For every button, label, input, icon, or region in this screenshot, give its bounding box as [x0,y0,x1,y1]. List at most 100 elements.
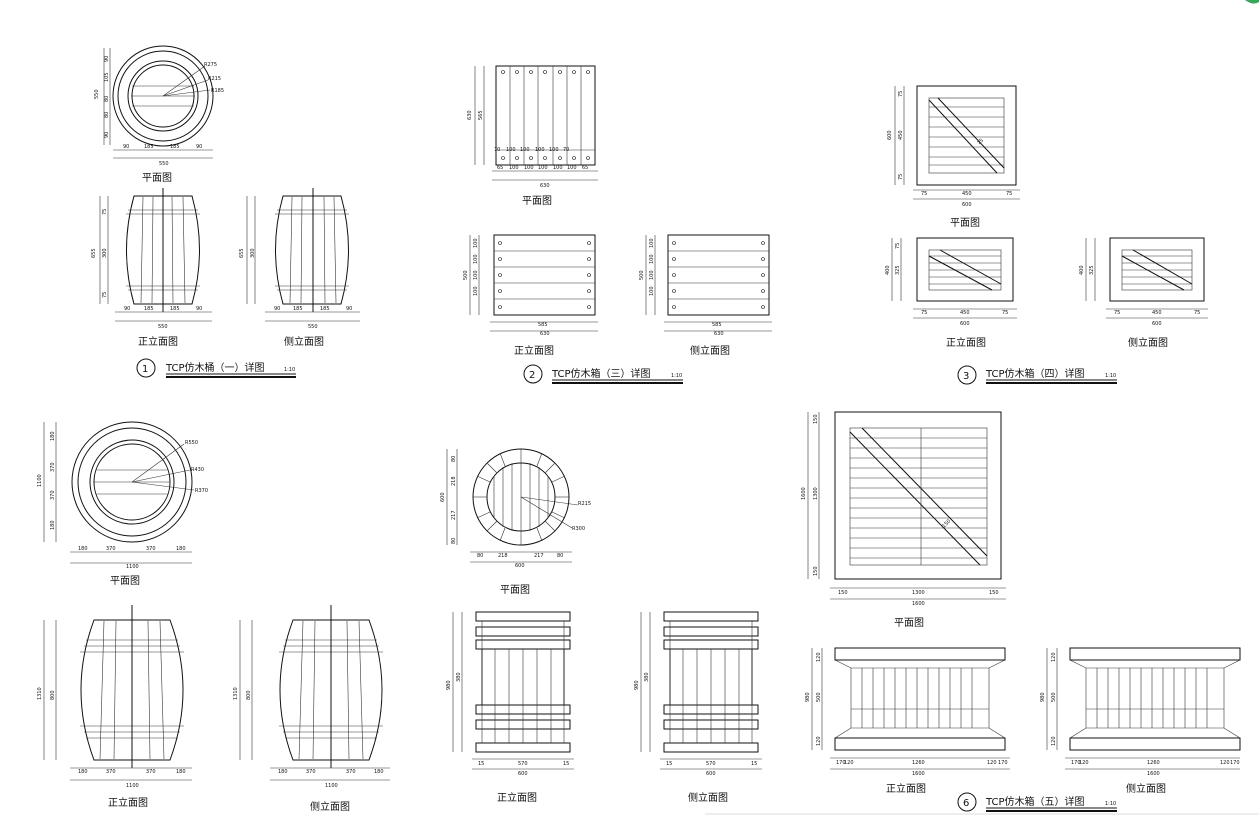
d2-plan-w2-6: 65 [582,165,588,171]
d1-front-h2: 300 [102,248,108,258]
d4-plan-h4: 180 [50,520,56,530]
d6-side-h3: 120 [1051,736,1057,746]
d5-front-w1: 570 [518,761,528,767]
detail-5-front: 980 380 15 570 15 600 正立面图 [446,611,574,804]
detail-4-side: 1310 800 180 370 370 180 1100 侧立面图 [233,605,390,813]
d6-front-h0: 980 [805,692,811,702]
d2-plan-label: 平面图 [522,195,552,207]
detail-1-title: 1 TCP仿木桶（一）详图 1:10 [136,358,296,378]
d5-radius-2: R300 [572,526,585,532]
detail-6-plan: 150 1600 1300 150 150 150 1300 150 1600 … [801,411,1006,629]
d1-plan-w0: 90 [123,144,129,150]
d3-plan-h2: 75 [898,91,904,97]
d2-plan-w2-0: 65 [497,165,503,171]
d2-side-h4: 100 [649,286,655,296]
d1-front-label: 正立面图 [138,335,178,348]
d6-front-w0: 170 [836,760,846,766]
d1-side-w1: 185 [293,306,303,312]
d6-plan-w1: 1300 [912,590,925,596]
d6-side-h2: 120 [1051,652,1057,662]
detail-2-title: 2 TCP仿木箱（三）详图 1:10 [523,364,683,384]
d4-front-w3: 180 [176,769,186,775]
d2-plan-w1-2: 100 [506,147,516,153]
d6-plan-w2: 150 [989,590,999,596]
d6-plan-h3: 150 [813,566,819,576]
d3-plan-diag: 75 [976,138,985,147]
d6-front-label: 正立面图 [886,782,926,795]
d4-plan-h1: 180 [50,431,56,441]
d5-side-w0: 15 [666,761,672,767]
d5-side-w2: 15 [751,761,757,767]
detail-2-front: 500 100 100 100 100 585 630 正立面图 [463,234,598,357]
d5-side-h0: 980 [634,680,640,690]
d2-side-h1: 100 [649,238,655,248]
d5-plan-label: 平面图 [500,584,530,596]
d5-side-label: 侧立面图 [688,791,728,804]
d2-front-h0: 500 [463,270,469,280]
d3-front-h2: 75 [895,243,901,249]
detail-6-title: 6 TCP仿木箱（五）详图 1:10 [957,792,1117,812]
d4-side-w0: 180 [278,769,288,775]
d2-plan-w1-6: 70 [563,147,569,153]
d1-plan-h1: 105 [104,72,110,82]
d3-plan-total: 600 [962,202,972,208]
detail-6-front: 980 500 120 120 170 120 1260 120 170 160… [805,647,1010,795]
d1-number: 1 [142,364,148,375]
d4-radius-2: R430 [191,467,204,473]
d1-front-h1: 75 [102,209,108,215]
d5-plan-h0: 600 [440,492,446,502]
d6-plan-diag: 150 [941,518,952,529]
d6-side-w0: 170 [1071,760,1081,766]
d4-plan-label: 平面图 [110,575,140,587]
d3-plan-label: 平面图 [950,217,980,229]
d5-plan-total: 600 [515,563,525,569]
d4-front-total: 1100 [126,783,139,789]
d1-side-label: 侧立面图 [284,335,324,348]
d2-scale: 1:10 [671,373,682,379]
d6-plan-label: 平面图 [894,617,924,629]
d1-plan-total-h: 550 [159,161,169,167]
detail-1-plan: R275 R215 R185 550 90 105 80 80 90 90 18… [94,45,224,184]
d4-plan-total: 1100 [126,564,139,570]
d2-front-h3: 100 [473,270,479,280]
d4-side-w3: 180 [374,769,384,775]
d6-plan-h1: 1300 [813,487,819,500]
d5-front-label: 正立面图 [497,791,537,804]
d1-plan-total-v: 550 [94,89,100,99]
d2-plan-w2-1: 100 [509,165,519,171]
d4-side-label: 侧立面图 [310,800,350,813]
d1-title: TCP仿木桶（一）详图 [165,361,265,374]
d4-side-w1: 370 [306,769,316,775]
d2-side-h2: 100 [649,254,655,264]
d6-side-w3: 120 [1220,760,1230,766]
d6-front-w3: 120 [987,760,997,766]
d1-side-h2: 300 [250,248,256,258]
detail-3-front: 400 325 75 75 450 75 600 正立面图 [885,237,1017,349]
d2-plan-w2-4: 100 [553,165,563,171]
detail-1-side: 655 300 90 185 185 90 550 侧立面图 [239,188,360,348]
d4-plan-h2: 370 [50,462,56,472]
d4-front-h1: 800 [50,690,56,700]
d2-front-h4: 100 [473,286,479,296]
detail-3-plan: 75 600 450 75 75 75 450 75 600 平面图 [887,85,1020,229]
d2-number: 2 [529,370,535,381]
corner-mark-icon [1245,0,1259,4]
d1-plan-w3: 90 [196,144,202,150]
d4-side-total: 1100 [325,783,338,789]
d6-front-h2: 120 [816,652,822,662]
d5-front-w2: 15 [563,761,569,767]
d3-side-h1: 325 [1089,265,1095,275]
d2-plan-h1: 565 [478,110,484,120]
d1-front-w1: 185 [144,306,154,312]
d4-plan-w0: 180 [78,546,88,552]
d6-side-w1: 120 [1079,760,1089,766]
detail-5-plan: R215 R300 600 218 217 80 80 80 218 217 8… [440,448,591,596]
d4-plan-h0: 1100 [37,474,43,487]
d5-radius-1: R215 [578,501,591,507]
d2-title: TCP仿木箱（三）详图 [551,367,651,380]
d6-side-total: 1600 [1147,771,1160,777]
d6-front-h3: 120 [816,736,822,746]
d6-front-w1: 120 [844,760,854,766]
d4-plan-w3: 180 [176,546,186,552]
d1-plan-h0: 90 [104,56,110,62]
